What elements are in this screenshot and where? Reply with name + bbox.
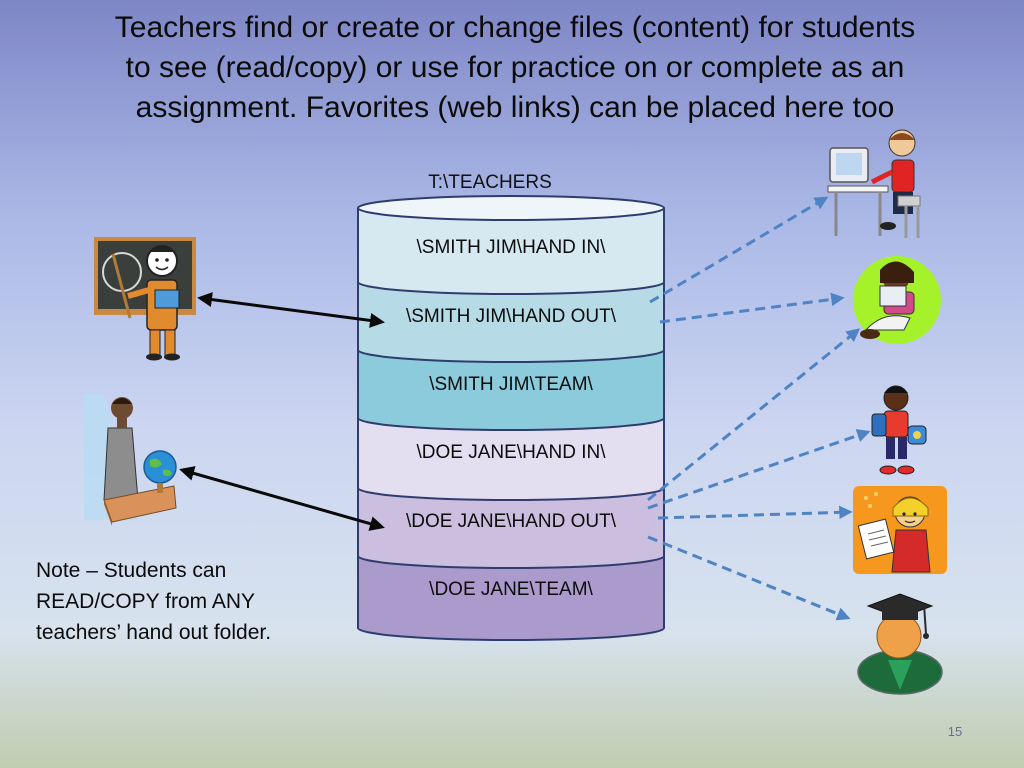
title-line-1: Teachers find or create or change files … xyxy=(114,11,916,44)
student-computer-icon xyxy=(827,129,921,238)
title-line-2: to see (read/copy) or use for practice o… xyxy=(125,51,905,84)
cylinder-top xyxy=(357,195,665,221)
folder-label-doe-team: \DOE JANE\TEAM\ xyxy=(429,579,593,600)
folder-label-smith-hand-in: \SMITH JIM\HAND IN\ xyxy=(416,237,606,258)
student-arrow-3 xyxy=(647,328,861,502)
folder-label-smith-team: \SMITH JIM\TEAM\ xyxy=(429,374,593,395)
page-number: 15 xyxy=(947,724,963,739)
band-divider-1 xyxy=(357,281,665,295)
folder-label-smith-hand-out: \SMITH JIM\HAND OUT\ xyxy=(405,306,617,327)
folder-label-doe-hand-in: \DOE JANE\HAND IN\ xyxy=(416,442,606,463)
note-line-3: teachers’ hand out folder. xyxy=(36,621,272,644)
teacher-globe-icon xyxy=(84,394,177,526)
student-arrow-2 xyxy=(659,292,845,324)
student-paper-icon xyxy=(853,486,947,574)
band-divider-2 xyxy=(357,349,665,363)
student-arrow-4 xyxy=(647,429,871,510)
student-arrow-6 xyxy=(647,535,851,621)
note-line-2: READ/COPY from ANY xyxy=(36,590,256,613)
teacher-arrow-smith xyxy=(197,292,385,328)
teacher-arrow-doe xyxy=(179,466,385,531)
graduate-icon xyxy=(857,593,943,695)
student-arrow-5 xyxy=(657,505,853,520)
student-arrow-1 xyxy=(649,196,829,304)
student-reading-icon xyxy=(853,256,941,344)
band-divider-3 xyxy=(357,417,665,431)
note-line-1: Note – Students can xyxy=(36,559,227,582)
band-divider-5 xyxy=(357,555,665,569)
student-backpack-icon xyxy=(871,385,927,475)
teacher-chalkboard-icon xyxy=(94,237,196,361)
cylinder-bottom xyxy=(357,627,665,641)
slide-title: Teachers find or create or change files … xyxy=(40,8,990,128)
title-line-3: assignment. Favorites (web links) can be… xyxy=(135,91,895,124)
folder-label-doe-hand-out: \DOE JANE\HAND OUT\ xyxy=(405,511,617,532)
note-text: Note – Students can READ/COPY from ANY t… xyxy=(36,555,336,648)
drive-cylinder xyxy=(357,195,665,641)
student-arrows xyxy=(647,196,871,621)
drive-label: T:\TEACHERS xyxy=(428,172,552,193)
